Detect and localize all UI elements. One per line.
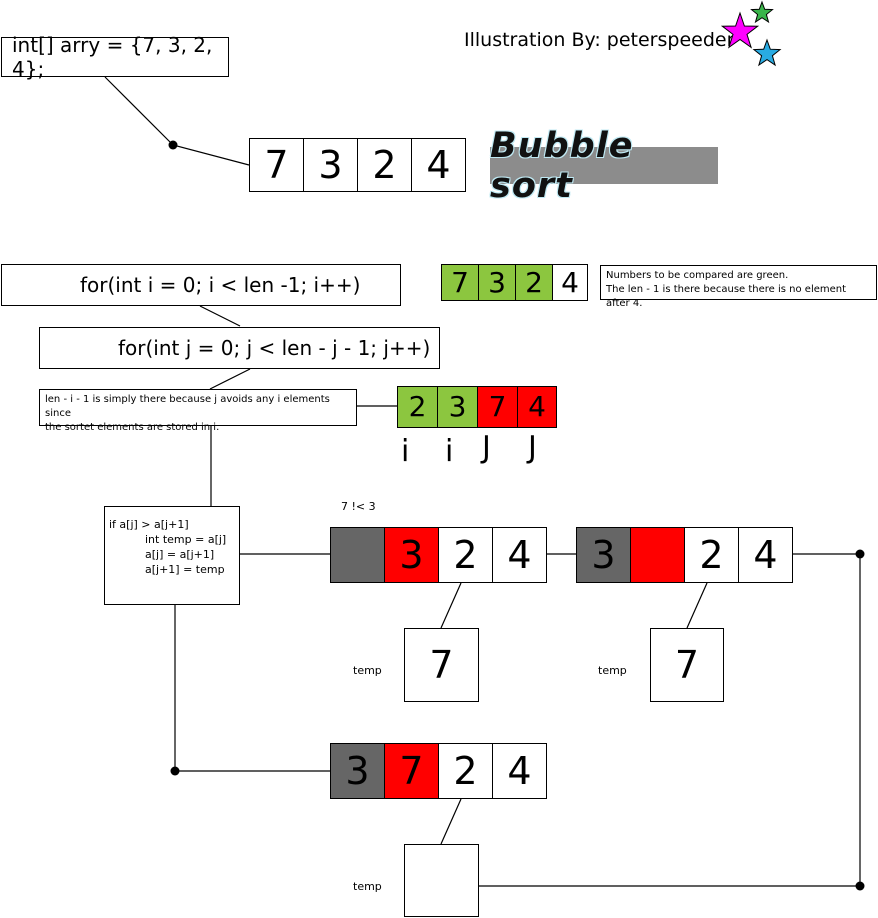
- star-magenta-icon: [720, 11, 760, 49]
- compare-cell: 2: [515, 264, 553, 301]
- step3-cell: 3: [330, 743, 385, 799]
- ij-cell: 2: [397, 386, 438, 428]
- inner-note-line: the sortet elements are stored in i.: [45, 422, 220, 433]
- array-declaration: int[] arry = {7, 3, 2, 4};: [1, 33, 229, 81]
- swap-code-line: a[j] = a[j+1]: [145, 548, 215, 561]
- compare-cell: 7: [441, 264, 479, 301]
- compare-cell: 3: [478, 264, 516, 301]
- initial-cell: 3: [303, 138, 358, 192]
- outer-loop-box: for(int i = 0; i < len -1; i++): [1, 264, 401, 306]
- step2-cell: 3: [576, 527, 631, 583]
- initial-cell: 7: [249, 138, 304, 192]
- credit-text: Illustration By: peterspeeder: [464, 29, 735, 51]
- inner-loop-text: for(int j = 0; j < len - j - 1; j++): [118, 336, 431, 360]
- temp-box: 7: [404, 628, 479, 702]
- inner-loop-note: len - i - 1 is simply there because j av…: [39, 389, 357, 433]
- compare-note: Numbers to be compared are green. The le…: [600, 265, 877, 309]
- initial-cell: 2: [357, 138, 412, 192]
- star-blue-icon: [752, 38, 782, 67]
- step2-cell: 2: [684, 527, 739, 583]
- swap-code-line: a[j+1] = temp: [145, 563, 225, 576]
- step1-cell: 4: [492, 527, 547, 583]
- temp-box: [404, 844, 479, 917]
- ij-cell: 7: [477, 386, 518, 428]
- compare-note-line: The len - 1 is there because there is no…: [606, 284, 847, 309]
- temp-label: temp: [353, 664, 382, 677]
- ij-cell: 3: [437, 386, 478, 428]
- compare-cell: 4: [552, 264, 588, 301]
- inner-loop-box: for(int j = 0; j < len - j - 1; j++): [39, 327, 440, 369]
- index-label-i: i: [445, 434, 454, 469]
- step3-cell: 7: [384, 743, 439, 799]
- step3-cell: 2: [438, 743, 493, 799]
- step2-cell: [630, 527, 685, 583]
- step2-cell: 4: [738, 527, 793, 583]
- temp-label: temp: [598, 664, 627, 677]
- compare-note-line: Numbers to be compared are green.: [606, 270, 789, 281]
- index-label-j: J: [482, 430, 491, 465]
- swap-code-line: int temp = a[j]: [145, 533, 227, 546]
- step1-cell: [330, 527, 385, 583]
- temp-label: temp: [353, 880, 382, 893]
- array-declaration-text: int[] arry = {7, 3, 2, 4};: [12, 33, 213, 81]
- initial-cell: 4: [411, 138, 466, 192]
- step1-cell: 2: [438, 527, 493, 583]
- outer-loop-text: for(int i = 0; i < len -1; i++): [80, 273, 361, 297]
- index-label-i: i: [401, 434, 410, 469]
- swap-code-line: if a[j] > a[j+1]: [109, 518, 189, 531]
- swap-code-box: if a[j] > a[j+1] int temp = a[j] a[j] = …: [104, 506, 240, 605]
- index-label-j: J: [528, 430, 537, 465]
- comparison-label: 7 !< 3: [341, 500, 376, 513]
- temp-box: 7: [650, 628, 724, 702]
- bubble-sort-title: Bubble sort: [490, 126, 718, 206]
- stars-decoration: [720, 0, 782, 67]
- inner-note-line: len - i - 1 is simply there because j av…: [45, 394, 330, 419]
- step1-cell: 3: [384, 527, 439, 583]
- ij-cell: 4: [517, 386, 557, 428]
- star-green-icon: [750, 0, 774, 24]
- step3-cell: 4: [492, 743, 547, 799]
